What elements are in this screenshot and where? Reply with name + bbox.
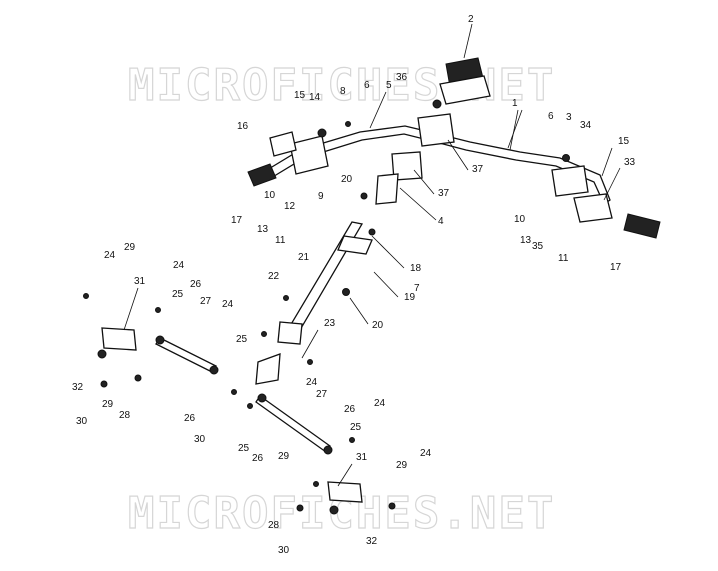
callout-2: 2 — [468, 14, 474, 25]
callout-30b: 30 — [194, 434, 206, 445]
callout-11b: 11 — [558, 253, 569, 264]
callout-17b: 17 — [610, 262, 622, 273]
callout-10b: 10 — [514, 214, 526, 225]
callout-30c: 30 — [278, 545, 290, 556]
callout-15b: 15 — [618, 136, 630, 147]
callout-24c: 24 — [222, 299, 234, 310]
callout-29a: 29 — [124, 242, 136, 253]
callout-24b: 24 — [173, 260, 185, 271]
upper-spindle-arm — [97, 327, 142, 388]
callout-14: 14 — [309, 92, 321, 103]
top-cover-part — [439, 23, 491, 105]
lower-spindle-arm — [296, 481, 396, 515]
callout-22: 22 — [268, 271, 280, 282]
callout-12: 12 — [284, 201, 296, 212]
callout-36: 36 — [396, 72, 408, 83]
callout-6a: 6 — [364, 80, 370, 91]
callout-28a: 28 — [119, 410, 131, 421]
callout-20a: 20 — [341, 174, 353, 185]
callout-25d: 25 — [350, 422, 362, 433]
callout-29d: 29 — [396, 460, 408, 471]
callout-28b: 28 — [268, 520, 280, 531]
callout-27b: 27 — [316, 389, 328, 400]
callout-26a: 26 — [190, 279, 202, 290]
callout-30a: 30 — [76, 416, 88, 427]
callout-13a: 13 — [257, 224, 269, 235]
center-clamp-assembly — [375, 99, 455, 205]
upper-tie-rod — [155, 335, 219, 375]
callout-37b: 37 — [438, 188, 450, 199]
callout-37a: 37 — [472, 164, 484, 175]
callout-labels: 1 2 3 4 5 6 6 8 9 10 10 11 11 12 13 13 1… — [72, 14, 636, 556]
callout-26c: 26 — [252, 453, 264, 464]
callout-13b: 13 — [520, 235, 532, 246]
callout-7: 7 — [414, 283, 420, 294]
callout-23: 23 — [324, 318, 336, 329]
left-clamp-assembly — [269, 121, 351, 175]
callout-24e: 24 — [374, 398, 386, 409]
callout-4: 4 — [438, 216, 444, 227]
left-grip — [247, 163, 277, 187]
callout-6b: 6 — [548, 111, 554, 122]
callout-3: 3 — [566, 112, 572, 123]
callout-16: 16 — [237, 121, 249, 132]
callout-5: 5 — [386, 80, 392, 91]
callout-35: 35 — [532, 241, 544, 252]
callout-8: 8 — [340, 86, 346, 97]
callout-25b: 25 — [236, 334, 248, 345]
callout-18: 18 — [410, 263, 422, 274]
callout-26d: 26 — [344, 404, 356, 415]
callout-9: 9 — [318, 191, 324, 202]
hardware-fasteners — [83, 192, 368, 487]
callout-15a: 15 — [294, 90, 306, 101]
steering-post — [255, 221, 376, 385]
callout-26b: 26 — [184, 413, 196, 424]
lower-tie-rod — [255, 393, 333, 455]
callout-24a: 24 — [104, 250, 116, 261]
right-grip — [623, 213, 661, 239]
callout-21: 21 — [298, 252, 310, 263]
callout-34: 34 — [580, 120, 592, 131]
callout-17a: 17 — [231, 215, 243, 226]
callout-32b: 32 — [366, 536, 378, 547]
callout-20b: 20 — [372, 320, 384, 331]
callout-10a: 10 — [264, 190, 276, 201]
right-clamp-assembly — [551, 154, 613, 223]
callout-25c: 25 — [238, 443, 250, 454]
callout-24f: 24 — [420, 448, 432, 459]
callout-31b: 31 — [356, 452, 368, 463]
callout-29c: 29 — [278, 451, 290, 462]
callout-31a: 31 — [134, 276, 146, 287]
callout-33: 33 — [624, 157, 636, 168]
callout-24d: 24 — [306, 377, 318, 388]
callout-32a: 32 — [72, 382, 84, 393]
leader-lines — [123, 91, 621, 487]
callout-1: 1 — [512, 98, 518, 109]
callout-27a: 27 — [200, 296, 212, 307]
callout-19: 19 — [404, 292, 416, 303]
callout-25a: 25 — [172, 289, 184, 300]
callout-29b: 29 — [102, 399, 114, 410]
callout-11a: 11 — [275, 235, 286, 246]
